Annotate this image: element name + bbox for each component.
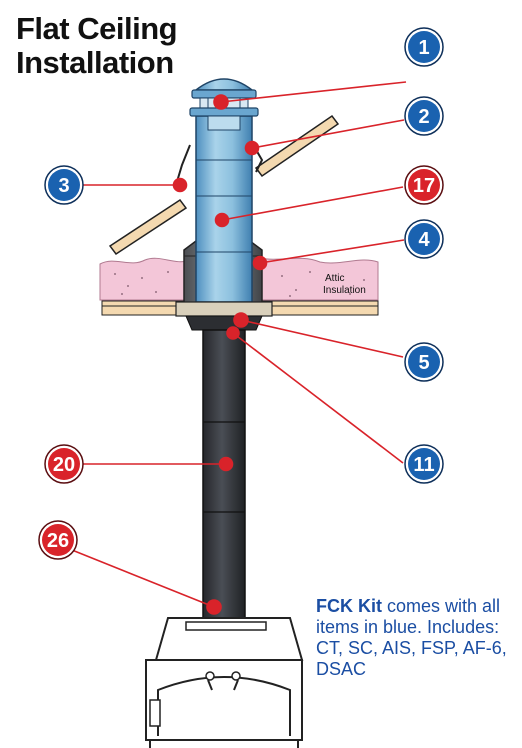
callout-number-3: 3 — [58, 175, 69, 197]
ceiling-support — [175, 301, 273, 331]
blue-chimney-pipe — [195, 115, 253, 303]
leader-4 — [259, 239, 405, 264]
roof-rafter-left — [108, 198, 188, 256]
leader-dot-17 — [214, 212, 230, 228]
callout-badge-2: 2 — [404, 96, 444, 136]
leader-17 — [221, 186, 404, 221]
callout-number-17: 17 — [413, 175, 435, 197]
leader-dot-3 — [172, 177, 188, 193]
callout-number-11: 11 — [413, 454, 434, 476]
leader-dot-2 — [244, 140, 260, 156]
leader-dot-1 — [213, 94, 229, 110]
leader-26 — [61, 545, 215, 608]
kit-name: FCK Kit — [316, 596, 382, 616]
black-stove-pipe — [202, 329, 246, 619]
leader-dot-4 — [252, 255, 268, 271]
title-line-2: Installation — [16, 45, 174, 80]
kit-note: FCK Kit comes with all items in blue. In… — [316, 596, 516, 680]
diagram-title: Flat Ceiling Installation — [16, 11, 178, 80]
leader-dot-11 — [226, 326, 240, 340]
leader-5 — [240, 319, 404, 358]
callout-number-2: 2 — [418, 106, 429, 128]
title-line-1: Flat Ceiling — [16, 11, 178, 46]
leader-dot-5 — [233, 312, 249, 328]
callout-badge-11: 11 — [404, 444, 444, 484]
ceiling-joists — [101, 300, 379, 316]
callout-badge-3: 3 — [44, 165, 84, 205]
callout-badge-20: 20 — [44, 444, 84, 484]
leader-dot-26 — [206, 599, 222, 615]
callout-badge-4: 4 — [404, 219, 444, 259]
leader-2 — [251, 119, 405, 149]
callout-number-20: 20 — [53, 454, 75, 476]
callout-badge-5: 5 — [404, 342, 444, 382]
attic-label-line-1: Attic — [325, 273, 344, 284]
kit-description: comes with all items in blue. Includes: … — [316, 596, 507, 679]
callout-number-4: 4 — [418, 229, 430, 251]
roof-rafter-right — [254, 114, 340, 178]
callout-badge-26: 26 — [38, 520, 78, 560]
attic-label-line-2: Insulation — [323, 285, 366, 296]
callout-number-26: 26 — [47, 530, 69, 552]
leader-dot-20 — [218, 456, 234, 472]
callout-leaders — [61, 81, 407, 615]
callout-number-1: 1 — [418, 37, 429, 59]
leader-11 — [232, 332, 404, 464]
wood-stove — [145, 617, 304, 748]
leader-1 — [220, 81, 407, 103]
callout-badge-1: 1 — [404, 27, 444, 67]
callout-number-5: 5 — [418, 352, 429, 374]
callout-badge-17: 17 — [404, 165, 444, 205]
